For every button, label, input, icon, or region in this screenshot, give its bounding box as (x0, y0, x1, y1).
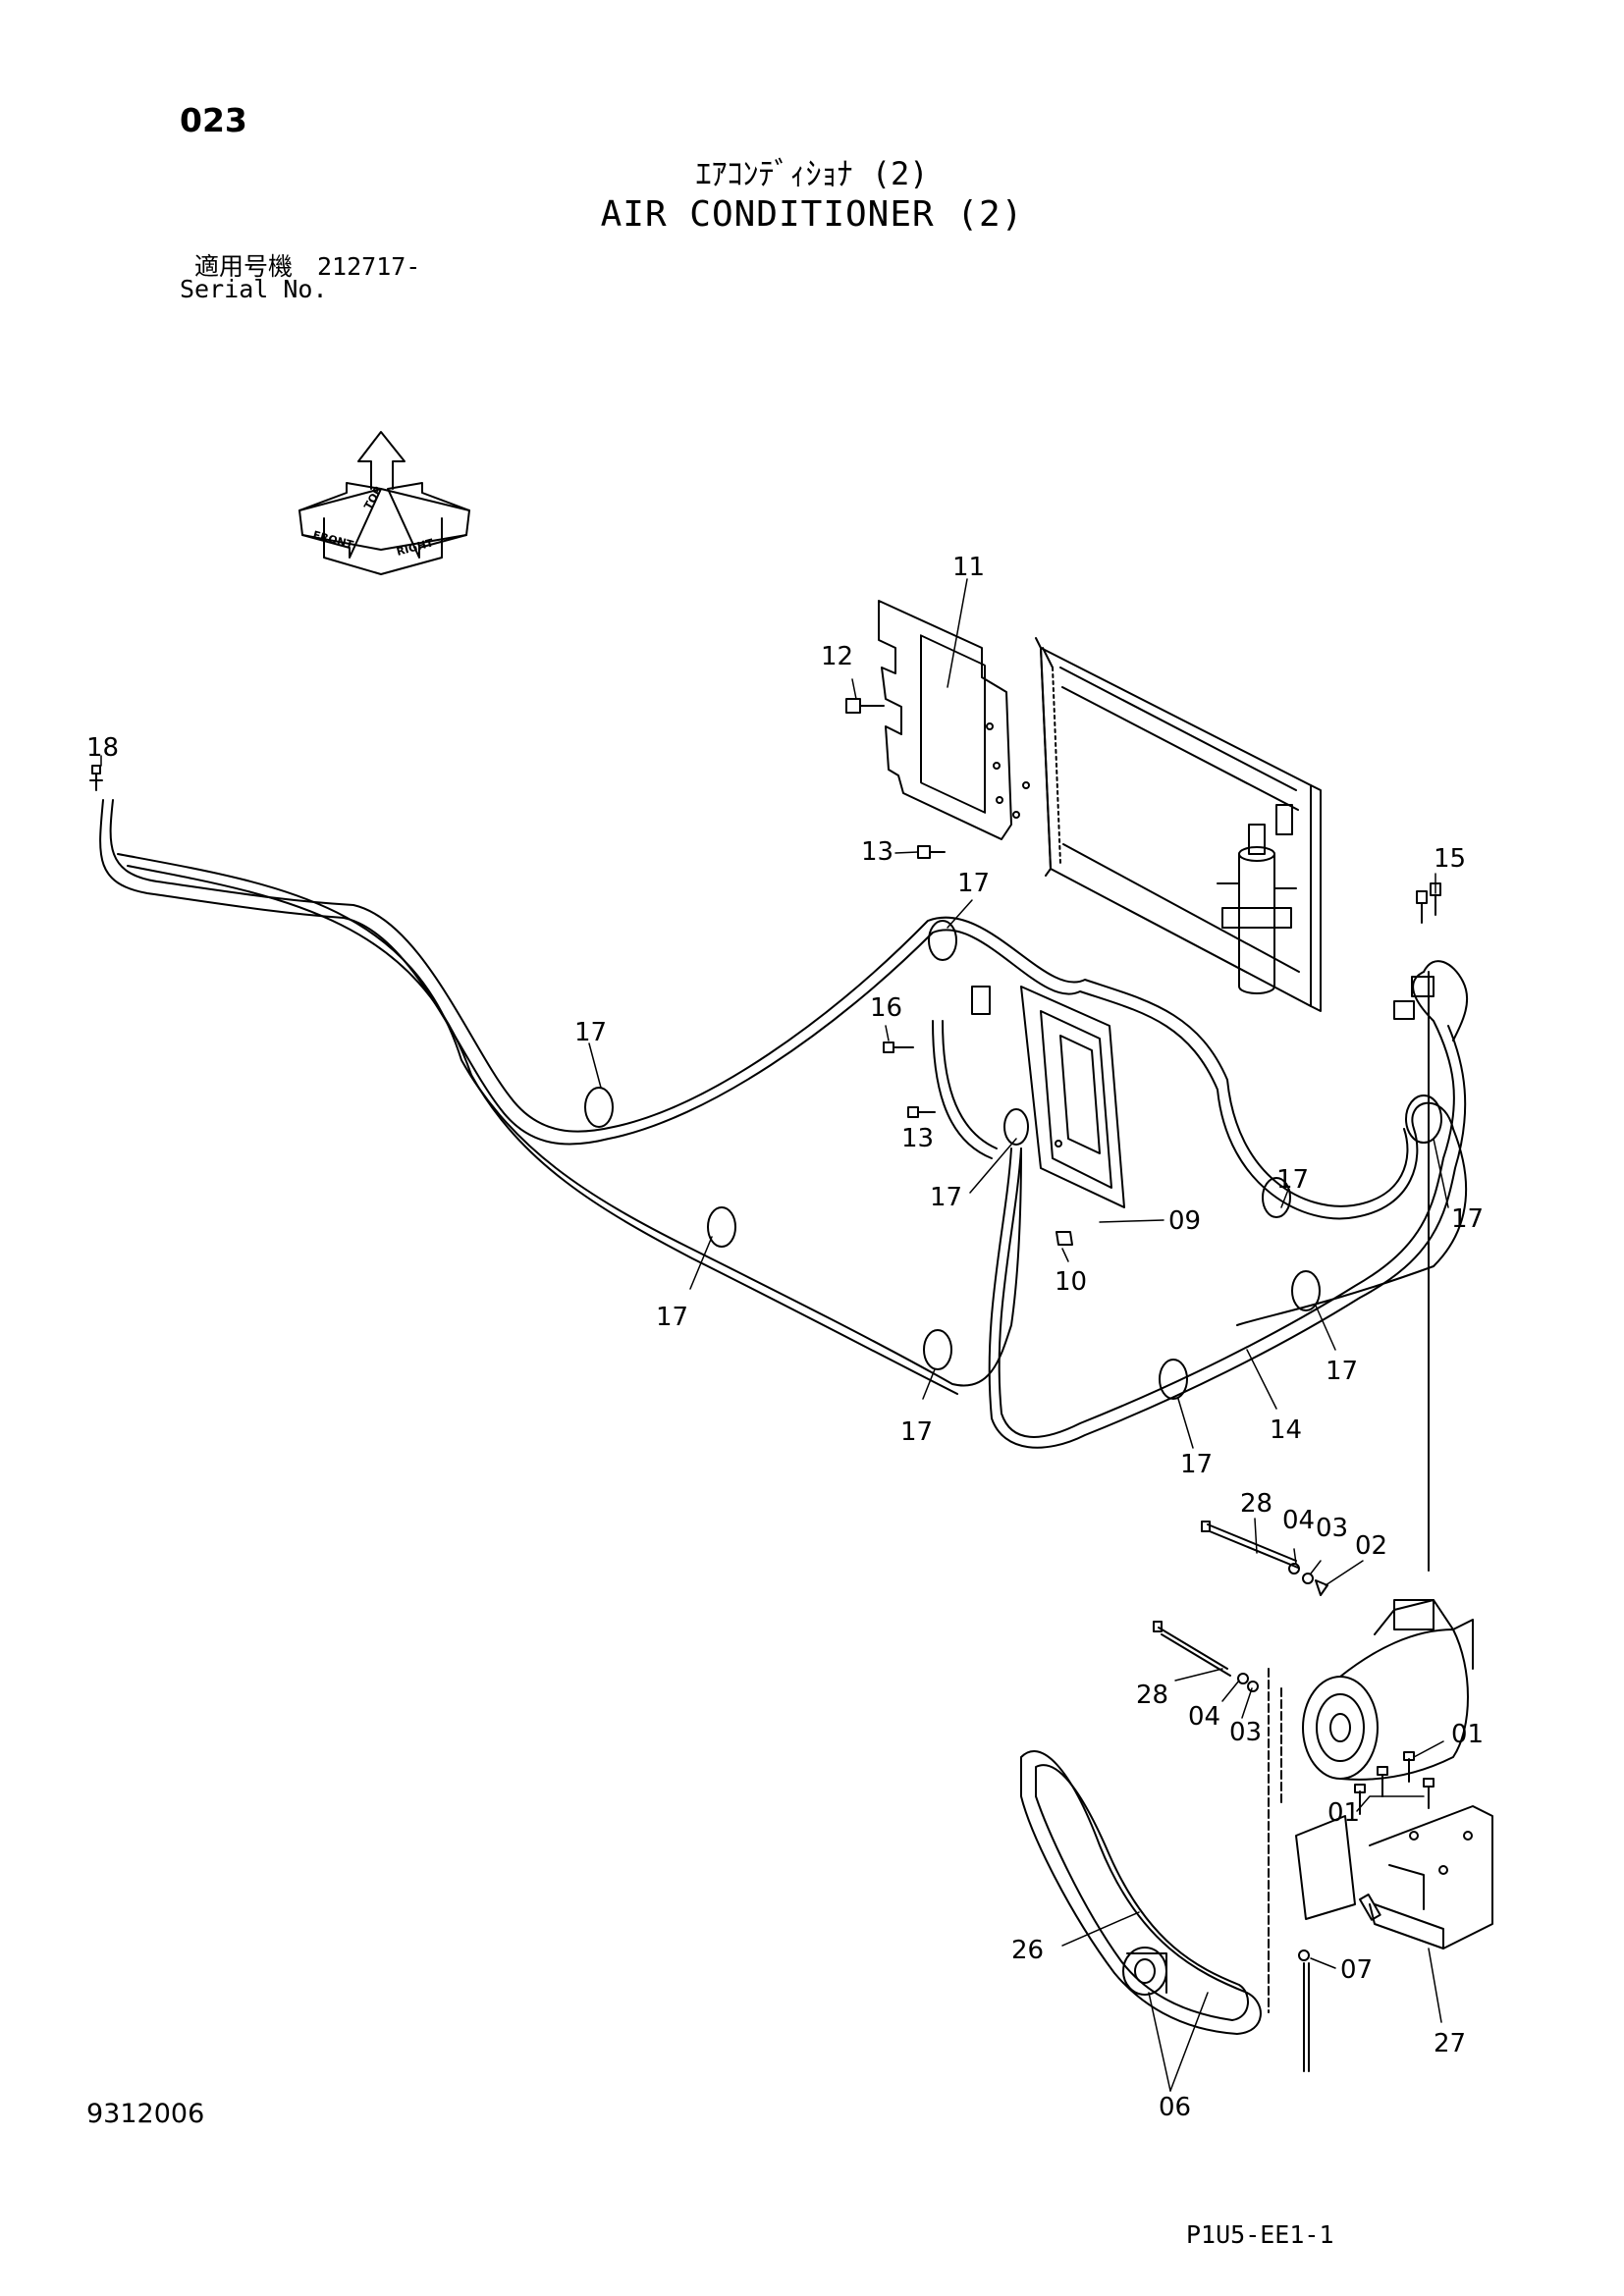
callout-04a: 04 (1282, 1506, 1315, 1535)
callout-28a: 28 (1240, 1489, 1272, 1519)
callout-17i: 17 (1180, 1450, 1213, 1479)
orientation-arrows-icon: TOP FRONT RIGHT (298, 431, 470, 575)
callout-17e: 17 (1451, 1204, 1484, 1234)
callout-03a: 03 (1316, 1514, 1348, 1543)
callout-14: 14 (1270, 1415, 1302, 1445)
callout-17a: 17 (957, 869, 990, 898)
sheet-code: P1U5-EE1-1 (1186, 2220, 1334, 2249)
bracket-11 (878, 600, 1030, 840)
callout-18: 18 (86, 733, 119, 763)
callout-01b: 01 (1327, 1798, 1360, 1828)
callout-16: 16 (870, 993, 902, 1023)
callout-06: 06 (1159, 2093, 1191, 2122)
callout-17f: 17 (656, 1303, 688, 1332)
callout-13b: 13 (901, 1124, 934, 1153)
bracket-27 (1295, 1805, 1493, 1949)
callout-17h: 17 (900, 1417, 933, 1447)
callout-27: 27 (1434, 2029, 1466, 2058)
clamps (584, 920, 1442, 1400)
condenser (1035, 637, 1322, 1012)
callout-04b: 04 (1188, 1702, 1220, 1732)
callout-17c: 17 (930, 1183, 962, 1212)
title-japanese: ｴｱｺﾝﾃﾞｨｼｮﾅ (2) (695, 155, 929, 192)
bracket-09 (1020, 986, 1125, 1208)
compressor (1302, 1599, 1474, 1781)
serial-applicability: 適用号機 212717- (194, 252, 421, 281)
leader-lines (100, 578, 1449, 2092)
orient-right-label: RIGHT (395, 536, 435, 559)
callout-01a: 01 (1451, 1720, 1484, 1749)
page-number: 023 (180, 101, 247, 139)
drawing-number: 9312006 (86, 2099, 205, 2129)
serial-label: Serial No. (180, 275, 328, 303)
callout-11: 11 (952, 553, 985, 582)
callout-17b: 17 (574, 1018, 607, 1047)
callout-07: 07 (1340, 1955, 1373, 1985)
callout-10: 10 (1055, 1267, 1087, 1297)
callout-26: 26 (1011, 1936, 1044, 1965)
bolts (1153, 1521, 1435, 2072)
fasteners (89, 698, 1441, 1246)
callout-02: 02 (1355, 1531, 1387, 1561)
callout-17d: 17 (1276, 1165, 1309, 1195)
callout-12: 12 (821, 642, 853, 671)
callouts: 11 12 13 18 17 16 17 13 09 17 17 17 10 1… (86, 553, 1484, 2122)
callout-09: 09 (1168, 1206, 1201, 1236)
callout-17g: 17 (1326, 1357, 1358, 1386)
callout-03b: 03 (1229, 1718, 1262, 1747)
belt-and-pulley (1020, 1750, 1262, 2035)
callout-13: 13 (861, 837, 893, 867)
title-english: AIR CONDITIONER (2) (600, 194, 1024, 235)
orient-front-label: FRONT (311, 528, 354, 552)
receiver-drier (1217, 804, 1297, 994)
callout-28b: 28 (1136, 1681, 1168, 1710)
hose-assembly (99, 799, 1469, 1572)
callout-15: 15 (1434, 844, 1466, 874)
